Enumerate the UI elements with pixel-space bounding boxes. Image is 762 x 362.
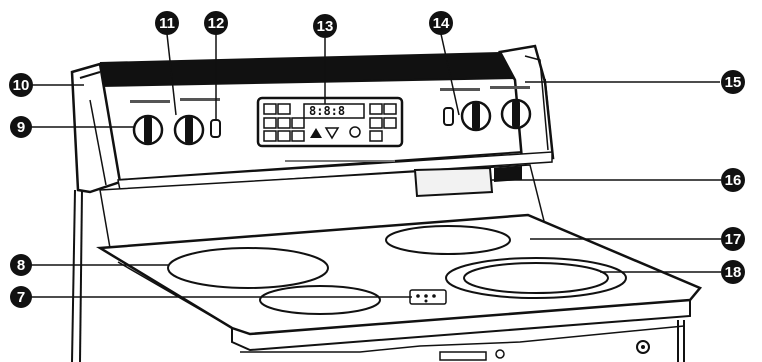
callout-9: 9 (10, 116, 32, 138)
callout-16-label: 16 (725, 172, 742, 189)
display-readout: 8:8:8 (309, 104, 345, 118)
left-rear-knob (132, 114, 164, 146)
front-right-element-outer (445, 257, 627, 299)
callout-15: 15 (721, 70, 745, 94)
oven-door-top (240, 325, 685, 361)
rear-left-element (167, 247, 329, 289)
panel-labels (130, 86, 530, 162)
callout-8-label: 8 (17, 257, 25, 274)
callout-9-label: 9 (17, 119, 25, 136)
oven-control-panel: 8:8:8 (256, 96, 404, 148)
callout-8: 8 (10, 254, 32, 276)
leader-lines (31, 33, 721, 298)
backguard-trim (117, 151, 553, 191)
callout-16: 16 (721, 168, 745, 192)
callout-11: 11 (155, 11, 179, 35)
right-rear-knob (460, 100, 492, 132)
backguard-top (100, 52, 515, 86)
front-right-element-inner (463, 262, 609, 294)
callout-14-label: 14 (433, 15, 450, 32)
cooktop-indicator-light (409, 289, 447, 305)
callout-17: 17 (721, 227, 745, 251)
right-hot-surface-light (443, 107, 454, 126)
callout-17-label: 17 (725, 231, 742, 248)
callout-7: 7 (10, 286, 32, 308)
rear-right-element (385, 225, 511, 255)
hot-surface-light (210, 119, 221, 138)
callout-10-label: 10 (13, 77, 30, 94)
oven-vent (413, 166, 522, 198)
callout-18: 18 (721, 260, 745, 284)
right-front-knob (500, 98, 532, 130)
callout-11-label: 11 (159, 15, 175, 32)
callout-13-label: 13 (317, 18, 334, 35)
callout-12: 12 (204, 11, 228, 35)
callout-12-label: 12 (208, 15, 225, 32)
front-left-element (259, 285, 381, 315)
callout-18-label: 18 (725, 264, 742, 281)
callout-13: 13 (313, 14, 337, 38)
callout-14: 14 (429, 11, 453, 35)
callout-10: 10 (9, 73, 33, 97)
callout-15-label: 15 (725, 74, 742, 91)
left-front-knob (173, 114, 205, 146)
callout-7-label: 7 (17, 289, 25, 306)
